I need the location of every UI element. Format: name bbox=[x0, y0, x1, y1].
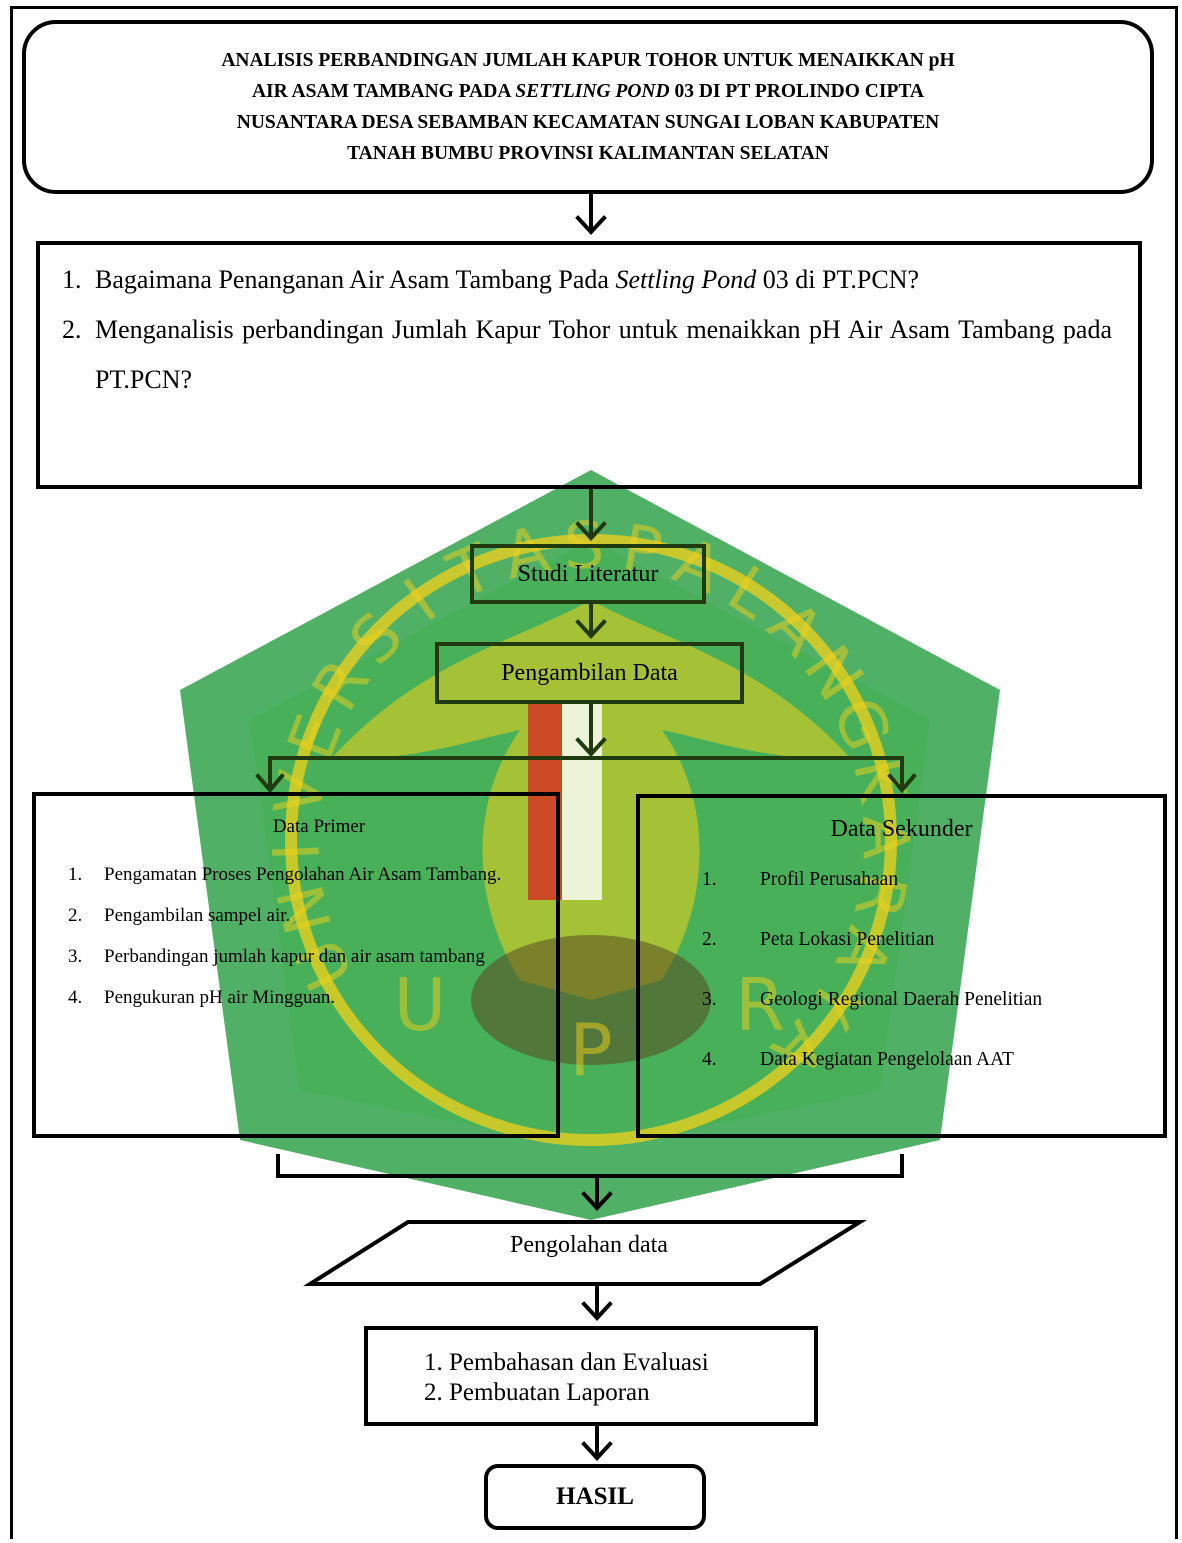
pembahasan-box: 1. Pembahasan dan Evaluasi 2. Pembuatan … bbox=[364, 1326, 818, 1426]
seal-letter: I bbox=[260, 841, 335, 863]
list-item: 2.Pengambilan sampel air. bbox=[68, 905, 291, 926]
arrowhead bbox=[581, 1301, 613, 1321]
pengolahan-data-parallelogram bbox=[303, 1220, 868, 1286]
pengolahan-data-label: Pengolahan data bbox=[510, 1232, 668, 1258]
page-frame bbox=[10, 6, 1178, 1539]
list-item: 1.Profil Perusahaan bbox=[702, 869, 899, 890]
arrowhead bbox=[575, 215, 607, 235]
seal-bottom-letter: U bbox=[394, 963, 447, 1047]
diagram-title: ANALISIS PERBANDINGAN JUMLAH KAPUR TOHOR… bbox=[221, 50, 955, 164]
list-item: 3.Perbandingan jumlah kapur dan air asam… bbox=[68, 946, 485, 967]
arrowhead bbox=[575, 737, 607, 757]
pengambilan-data-box: Pengambilan Data bbox=[435, 642, 744, 704]
seal-bottom-letters: UPR bbox=[394, 963, 785, 1092]
pengambilan-data-label: Pengambilan Data bbox=[501, 659, 678, 686]
seal-bottom-letter: R bbox=[735, 963, 785, 1047]
arrowhead bbox=[581, 1191, 613, 1211]
arrowhead bbox=[581, 1441, 613, 1461]
data-sekunder-box: Data Sekunder 1.Profil Perusahaan 2.Peta… bbox=[636, 794, 1167, 1138]
list-item: 1.Pengamatan Proses Pengolahan Air Asam … bbox=[68, 864, 502, 885]
studi-literatur-box: Studi Literatur bbox=[470, 544, 706, 604]
arrowhead bbox=[887, 773, 917, 794]
research-questions-box: 1. Bagaimana Penanganan Air Asam Tambang… bbox=[36, 241, 1142, 489]
list-item: 3.Geologi Regional Daerah Penelitian bbox=[702, 989, 1043, 1010]
arrowhead bbox=[575, 619, 607, 639]
hasil-label: HASIL bbox=[556, 1483, 634, 1510]
arrowhead bbox=[575, 521, 607, 541]
arrowhead bbox=[255, 773, 285, 794]
hasil-box: HASIL bbox=[484, 1464, 706, 1530]
seal-letter: A bbox=[847, 815, 921, 860]
data-sekunder-title: Data Sekunder bbox=[830, 816, 973, 842]
list-item: 1. Pembahasan dan Evaluasi bbox=[424, 1349, 709, 1376]
seal-bottom-letter: P bbox=[569, 1008, 612, 1092]
question-item: 2. Menganalisis perbandingan Jumlah Kapu… bbox=[62, 315, 1112, 394]
question-item: 1. Bagaimana Penanganan Air Asam Tambang… bbox=[62, 265, 920, 294]
connector-merge-bracket bbox=[276, 1154, 904, 1178]
list-item: 4.Pengukuran pH air Mingguan. bbox=[68, 987, 336, 1008]
list-item: 2. Pembuatan Laporan bbox=[424, 1379, 650, 1406]
list-item: 2.Peta Lokasi Penelitian bbox=[702, 929, 935, 950]
data-primer-title: Data Primer bbox=[272, 816, 366, 837]
list-item: 4.Data Kegiatan Pengelolaan AAT bbox=[702, 1049, 1014, 1070]
seal-torch-white bbox=[562, 700, 602, 900]
data-primer-box: Data Primer 1.Pengamatan Proses Pengolah… bbox=[32, 792, 560, 1138]
title-box: ANALISIS PERBANDINGAN JUMLAH KAPUR TOHOR… bbox=[22, 20, 1154, 194]
studi-literatur-label: Studi Literatur bbox=[517, 560, 659, 587]
seal-pot bbox=[471, 935, 711, 1065]
